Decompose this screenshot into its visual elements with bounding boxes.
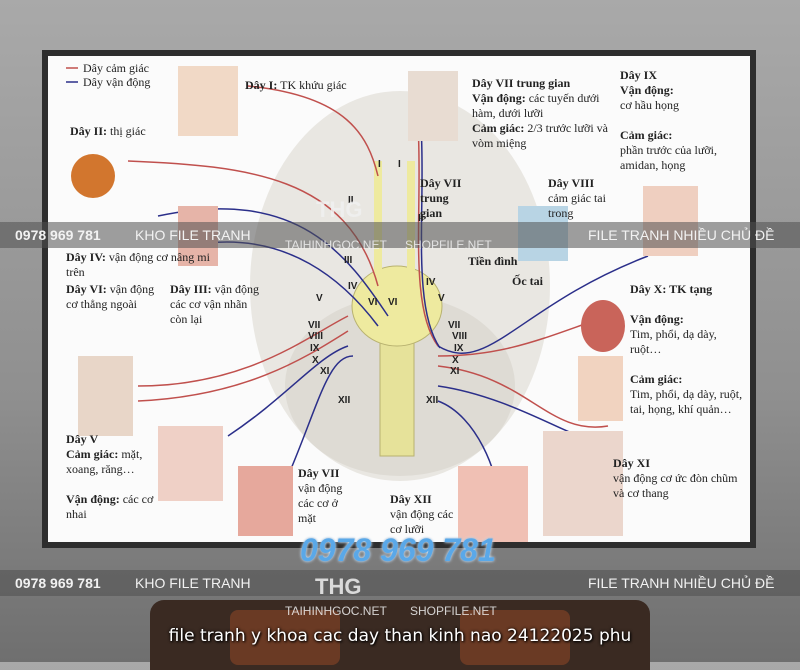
roman-numeral: XI <box>320 366 330 377</box>
pillow <box>230 610 340 665</box>
roman-numeral: IX <box>310 343 320 354</box>
label-cochlear: Ốc tai <box>512 274 543 288</box>
watermark-site2: SHOPFILE.NET <box>405 238 492 252</box>
watermark-tagline: FILE TRANH NHIỀU CHỦ ĐỀ <box>588 227 775 243</box>
legend-motor: Dây vận động <box>83 75 151 89</box>
pillow <box>460 610 570 665</box>
thg-logo: THG <box>316 197 363 222</box>
roman-numeral: I <box>398 159 401 170</box>
label-nerve-6: Dây VI: vận động cơ thẳng ngoài <box>66 282 155 311</box>
heart-lungs-illustration <box>581 300 625 352</box>
watermark-phone: 0978 969 781 <box>15 575 101 591</box>
skull-jaw-illustration <box>158 426 223 501</box>
head-illustration <box>78 356 133 436</box>
label-nerve-4: Dây IV: vận động cơ nâng mi trên <box>66 250 210 279</box>
watermark-site2: SHOPFILE.NET <box>410 604 497 618</box>
label-nerve-7-short: Dây VII trung gian <box>420 176 462 220</box>
roman-numeral: III <box>344 255 353 266</box>
roman-numeral: VII <box>308 320 321 331</box>
roman-numeral: VIII <box>452 331 468 342</box>
neck-illustration <box>543 431 623 536</box>
watermark-store: KHO FILE TRANH <box>135 575 251 591</box>
watermark-site1: TAIHINHGOC.NET <box>285 604 387 618</box>
roman-numeral: XII <box>426 395 439 406</box>
roman-numeral: X <box>452 355 459 366</box>
brain-illustration <box>66 66 698 542</box>
roman-numeral: IV <box>348 281 358 292</box>
legend-sensory: Dây cảm giác <box>83 61 149 75</box>
face-muscle-illustration <box>238 466 293 536</box>
roman-numeral: VI <box>388 297 398 308</box>
roman-numeral: VII <box>448 320 461 331</box>
roman-numeral: VIII <box>308 331 324 342</box>
cranial-nerves-poster: Dây cảm giác Dây vận động Dây I: TK khứu… <box>48 56 750 542</box>
nose-illustration <box>178 66 238 136</box>
label-nerve-1: Dây I: TK khứu giác <box>245 78 347 92</box>
roman-numeral: X <box>312 355 319 366</box>
watermark-band: 0978 969 781 KHO FILE TRANH FILE TRANH N… <box>0 222 800 248</box>
roman-numeral: II <box>348 195 354 206</box>
label-nerve-3: Dây III: vận động các cơ vận nhãn còn lạ… <box>170 282 259 326</box>
watermark-phone: 0978 969 781 <box>15 227 101 243</box>
watermark-tagline: FILE TRANH NHIỀU CHỦ ĐỀ <box>588 575 775 591</box>
intestines-illustration <box>578 356 623 421</box>
roman-numeral: XI <box>450 366 460 377</box>
poster-frame: Dây cảm giác Dây vận động Dây I: TK khứu… <box>42 50 756 548</box>
label-nerve-2: Dây II: thị giác <box>70 124 146 138</box>
watermark-band: 0978 969 781 KHO FILE TRANH FILE TRANH N… <box>0 570 800 596</box>
label-vestibular: Tiền đình <box>468 254 518 268</box>
roman-numeral: II <box>418 213 424 224</box>
tongue-illustration <box>458 466 528 542</box>
eye-illustration <box>71 154 115 198</box>
watermark-store: KHO FILE TRANH <box>135 227 251 243</box>
image-caption: file tranh y khoa cac day than kinh nao … <box>168 626 632 646</box>
roman-numeral: IV <box>426 277 436 288</box>
thg-logo: THG <box>315 574 362 599</box>
watermark-site1: TAIHINHGOC.NET <box>285 238 387 252</box>
roman-numeral: IX <box>454 343 464 354</box>
roman-numeral: XII <box>338 395 351 406</box>
roman-numeral: VI <box>368 297 378 308</box>
roman-numeral: V <box>316 293 323 304</box>
roman-numeral: I <box>378 159 381 170</box>
roman-numeral: V <box>438 293 445 304</box>
watermark-phone-large: 0978 969 781 <box>300 532 496 568</box>
jaw-gland-illustration <box>408 71 458 141</box>
